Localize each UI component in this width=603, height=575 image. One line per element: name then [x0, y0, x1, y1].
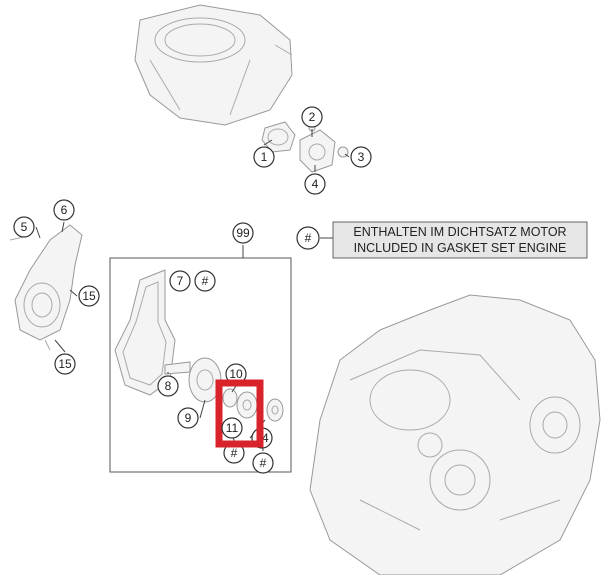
callout-3[interactable]: 3 [350, 146, 372, 168]
highlight-box [215, 379, 264, 448]
legend-symbol: # [296, 226, 320, 250]
callout-label: 9 [185, 411, 192, 425]
callout-4[interactable]: 4 [304, 173, 326, 195]
callout-label: 1 [261, 150, 268, 164]
legend-line-de: ENTHALTEN IM DICHTSATZ MOTOR [353, 225, 566, 239]
callout-label: 8 [165, 379, 172, 393]
callout-label: 4 [312, 177, 319, 191]
callout-1[interactable]: 1 [253, 146, 275, 168]
callout-label: 15 [58, 357, 72, 371]
water-pump-cover-part[interactable] [9, 224, 83, 351]
callout-6[interactable]: 6 [53, 199, 75, 221]
callout-2[interactable]: 2 [301, 106, 323, 128]
callout-15-lower[interactable]: 15 [54, 353, 76, 375]
callout-label: 5 [21, 220, 28, 234]
callout-11[interactable]: 11 [221, 417, 243, 439]
callout-label: 2 [309, 110, 316, 124]
callout-label: 10 [229, 367, 243, 381]
callout-label: 11 [226, 421, 239, 435]
callout-14-gasket-mark[interactable]: # [252, 452, 274, 474]
legend-symbol-label: # [305, 231, 312, 245]
engine-case-part[interactable] [309, 294, 601, 575]
callout-15-upper[interactable]: 15 [78, 285, 100, 307]
callout-label: 6 [61, 203, 68, 217]
callout-label: 15 [82, 289, 96, 303]
callout-label: 7 [177, 274, 184, 288]
callout-99[interactable]: 99 [232, 222, 254, 244]
callout-8[interactable]: 8 [157, 375, 179, 397]
callout-label: # [202, 274, 209, 288]
cylinder-part[interactable] [134, 4, 293, 126]
seal-parts[interactable] [222, 388, 284, 422]
gasket-kit-frame [109, 257, 292, 473]
callout-7[interactable]: 7 [169, 270, 191, 292]
callout-label: 3 [358, 150, 365, 164]
legend-line-en: INCLUDED IN GASKET SET ENGINE [354, 241, 567, 255]
legend-box: ENTHALTEN IM DICHTSATZ MOTOR INCLUDED IN… [332, 221, 588, 259]
callout-7-gasket-mark[interactable]: # [194, 270, 216, 292]
callout-label: # [231, 446, 238, 460]
callout-5[interactable]: 5 [13, 216, 35, 238]
callout-9[interactable]: 9 [177, 407, 199, 429]
callout-label: # [260, 456, 267, 470]
thermostat-parts[interactable] [261, 121, 349, 173]
callout-label: 99 [236, 226, 250, 240]
